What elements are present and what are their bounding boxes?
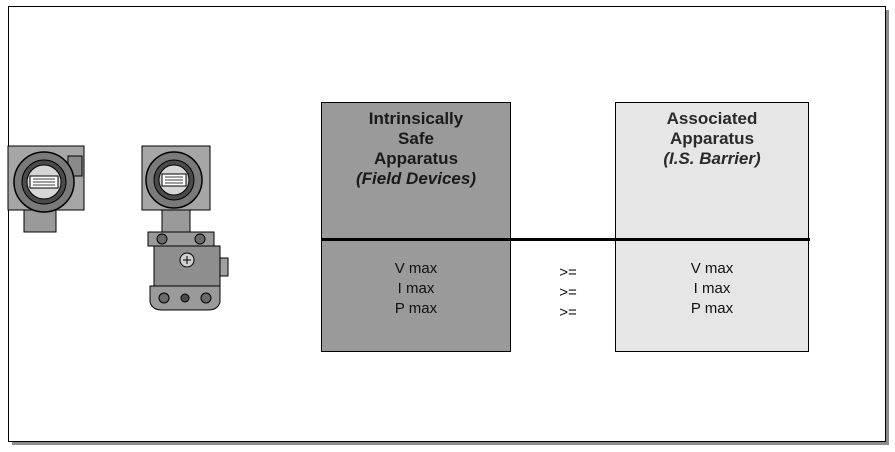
frame-shadow-right bbox=[886, 10, 889, 445]
comparison-operators: >= >= >= bbox=[548, 263, 588, 323]
heading-line: Apparatus bbox=[373, 149, 459, 168]
transmitter-icon bbox=[7, 145, 85, 233]
value-vmax: V max bbox=[690, 260, 734, 277]
divider-line bbox=[321, 238, 810, 241]
operator-gte: >= bbox=[559, 264, 577, 281]
value-imax: I max bbox=[693, 280, 731, 297]
associated-apparatus-box: Associated Apparatus (I.S. Barrier) V ma… bbox=[615, 102, 809, 352]
value-vmax: V max bbox=[394, 260, 438, 277]
heading-italic: (I.S. Barrier) bbox=[663, 149, 761, 168]
value-pmax: P max bbox=[394, 300, 438, 317]
heading-line: Safe bbox=[398, 129, 434, 148]
heading-line: Intrinsically bbox=[368, 109, 464, 128]
heading-italic: (Field Devices) bbox=[356, 169, 476, 188]
field-devices-heading: Intrinsically Safe Apparatus (Field Devi… bbox=[322, 109, 510, 189]
operator-gte: >= bbox=[559, 304, 577, 321]
field-devices-values: V max I max P max bbox=[322, 259, 510, 319]
associated-apparatus-heading: Associated Apparatus (I.S. Barrier) bbox=[616, 109, 808, 169]
associated-apparatus-values: V max I max P max bbox=[616, 259, 808, 319]
heading-line: Apparatus bbox=[669, 129, 755, 148]
operator-gte: >= bbox=[559, 284, 577, 301]
heading-line: Associated bbox=[666, 109, 758, 128]
value-pmax: P max bbox=[690, 300, 734, 317]
value-imax: I max bbox=[397, 280, 435, 297]
frame-shadow-bottom bbox=[12, 442, 889, 445]
pressure-transmitter-icon bbox=[141, 145, 229, 311]
intrinsically-safe-apparatus-box: Intrinsically Safe Apparatus (Field Devi… bbox=[321, 102, 511, 352]
